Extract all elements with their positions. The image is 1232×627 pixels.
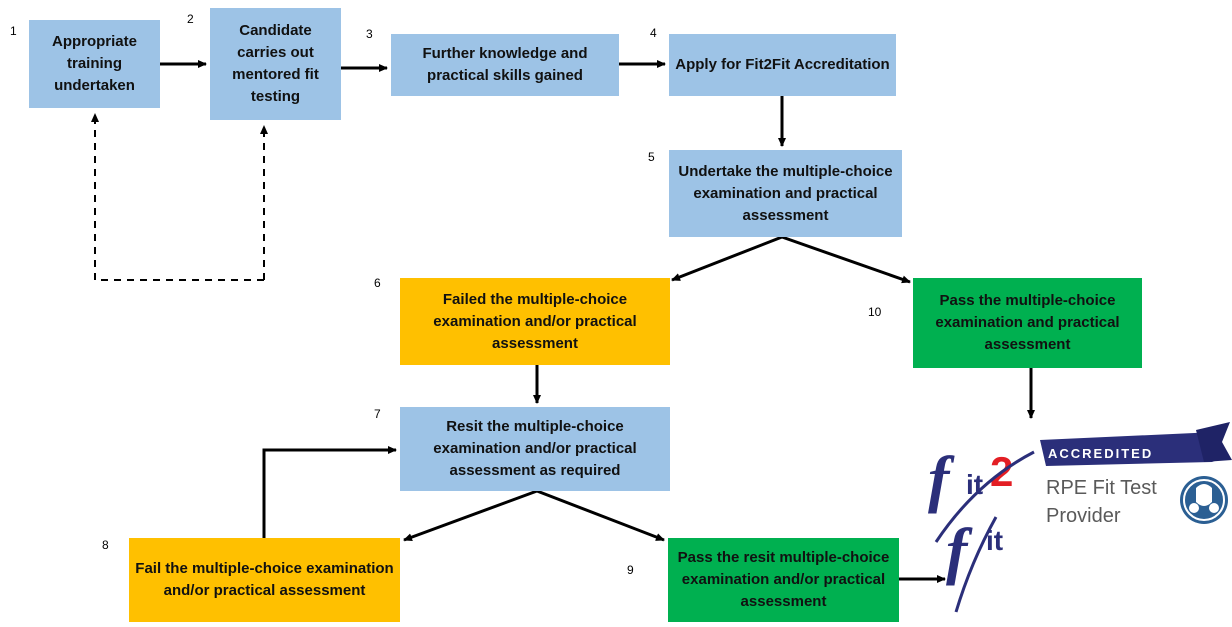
step-number-5: 5 [648, 150, 655, 164]
step-number-8: 8 [102, 538, 109, 552]
fit2fit-logo-graphic: ACCREDITED f it 2 f it RPE Fit Test Prov… [928, 422, 1232, 613]
accredited-ribbon [1040, 432, 1228, 466]
step-number-6: 6 [374, 276, 381, 290]
logo-swoosh [934, 450, 1035, 543]
step-number-1: 1 [10, 24, 17, 38]
step-9-box: Pass the resit multiple-choice examinati… [668, 538, 899, 622]
step-4-box: Apply for Fit2Fit Accreditation [669, 34, 896, 96]
step-3-box: Further knowledge and practical skills g… [391, 34, 619, 96]
arrow-7-to-8 [403, 489, 538, 542]
arrow-7-to-9 [536, 489, 665, 542]
step-number-10: 10 [868, 305, 882, 319]
step-number-3: 3 [366, 27, 373, 41]
arrow-8-to-7 [262, 446, 397, 538]
step-number-7: 7 [374, 407, 381, 421]
logo-f-top: f [928, 443, 955, 514]
step-6-box: Failed the multiple-choice examination a… [400, 278, 670, 365]
step-number-9: 9 [627, 563, 634, 577]
step-7-box: Resit the multiple-choice examination an… [400, 407, 670, 491]
logo-swoosh-2 [954, 516, 998, 613]
ribbon-tail [1196, 422, 1232, 462]
step-10-box: Pass the multiple-choice examination and… [913, 278, 1142, 368]
fit2fit-accredited-logo: ACCREDITED f it 2 f it RPE Fit Test Prov… [916, 422, 1232, 627]
step-5-box: Undertake the multiple-choice examinatio… [669, 150, 902, 237]
step-number-2: 2 [187, 12, 194, 26]
arrow-5-to-6 [671, 235, 783, 282]
step-2-box: Candidate carries out mentored fit testi… [210, 8, 341, 120]
logo-line-2: Provider [1046, 505, 1121, 527]
logo-it-bottom: it [986, 525, 1003, 556]
step-8-box: Fail the multiple-choice examination and… [129, 538, 400, 622]
accredited-ribbon-text: ACCREDITED [1048, 446, 1153, 461]
step-1-box: Appropriate training undertaken [29, 20, 160, 108]
logo-line-1: RPE Fit Test [1046, 477, 1157, 499]
step-number-4: 4 [650, 26, 657, 40]
dashed-line-to-1 [91, 113, 264, 281]
arrow-5-to-10 [781, 235, 911, 284]
